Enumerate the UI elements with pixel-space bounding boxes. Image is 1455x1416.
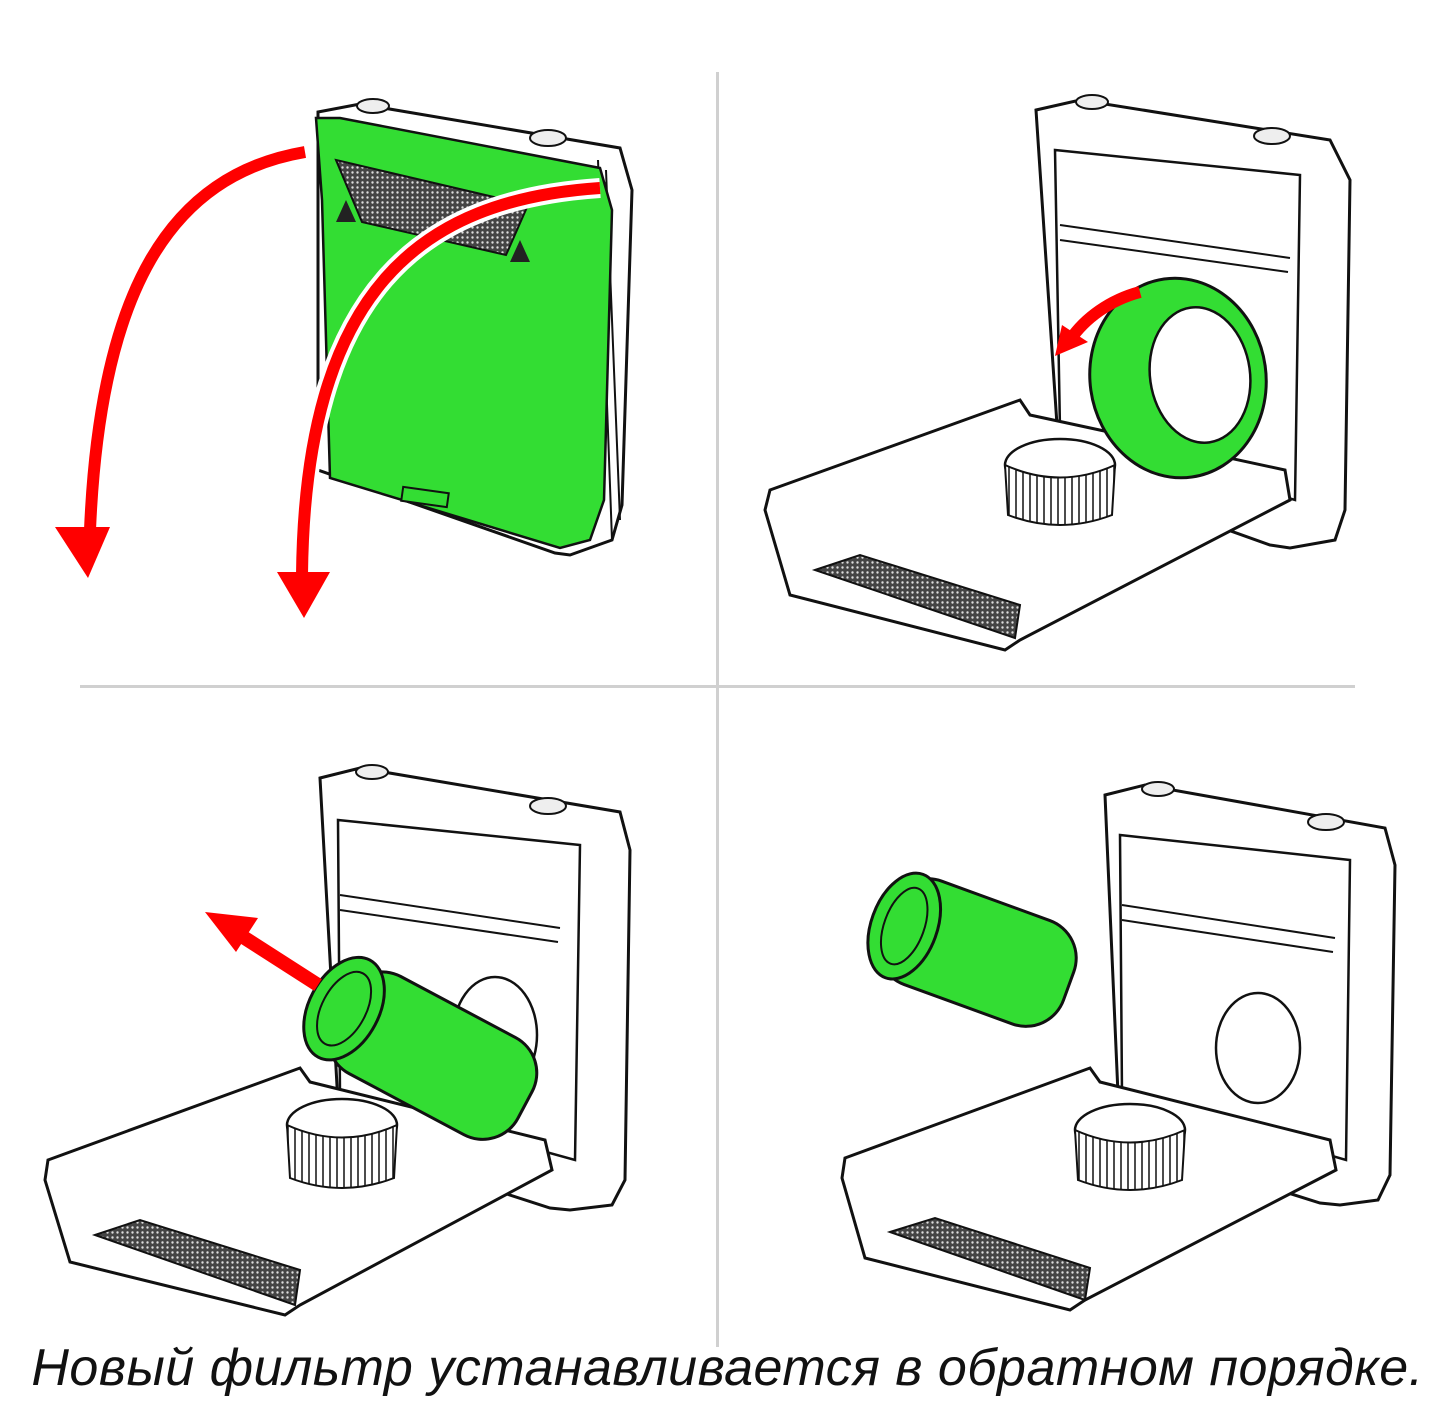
warning-triangle-icon <box>510 240 530 262</box>
arrow-head-icon <box>277 572 330 618</box>
tray-mesh <box>811 553 1022 640</box>
fan-wheel-icon <box>1073 1128 1187 1191</box>
caption-text: Новый фильтр устанавливается в обратном … <box>31 1339 1424 1397</box>
tray-mesh <box>886 1216 1092 1302</box>
arrow-open-left <box>84 146 307 531</box>
top-knob-icon <box>1075 94 1109 110</box>
filter-highlight <box>302 955 539 1141</box>
arrow-head-icon <box>1055 325 1088 356</box>
fan-wheel-icon <box>285 1123 399 1189</box>
top-knob-icon <box>529 797 567 815</box>
top-knob-icon <box>356 98 390 114</box>
panel-1 <box>55 98 634 618</box>
filter-ring-inner <box>1148 306 1252 444</box>
duct-opening <box>1214 991 1302 1105</box>
arrow-pull-out <box>236 929 322 991</box>
vertical-divider <box>716 72 719 1347</box>
arrow-open-right <box>296 182 601 576</box>
inner-shelf <box>1059 224 1291 273</box>
arrow-head-icon <box>55 527 110 578</box>
inner-shelf <box>1121 904 1336 953</box>
horizontal-divider <box>80 685 1355 688</box>
top-knob-icon <box>1253 127 1291 145</box>
panel-4 <box>840 781 1397 1312</box>
tray-mesh <box>91 1218 302 1307</box>
panel-3 <box>43 764 632 1317</box>
panel-2 <box>763 94 1352 652</box>
vent-grille <box>334 158 530 257</box>
inner-shelf <box>339 894 561 943</box>
fan-wheel-icon <box>1003 463 1117 526</box>
top-knob-icon <box>355 764 389 780</box>
removed-filter-highlight <box>866 871 1078 1028</box>
arrow-head-icon <box>205 912 258 952</box>
top-knob-icon <box>1141 781 1175 797</box>
top-knob-icon <box>1307 813 1345 831</box>
warning-triangle-icon <box>336 200 356 222</box>
logo-plate <box>400 485 450 509</box>
top-knob-icon <box>529 129 567 147</box>
